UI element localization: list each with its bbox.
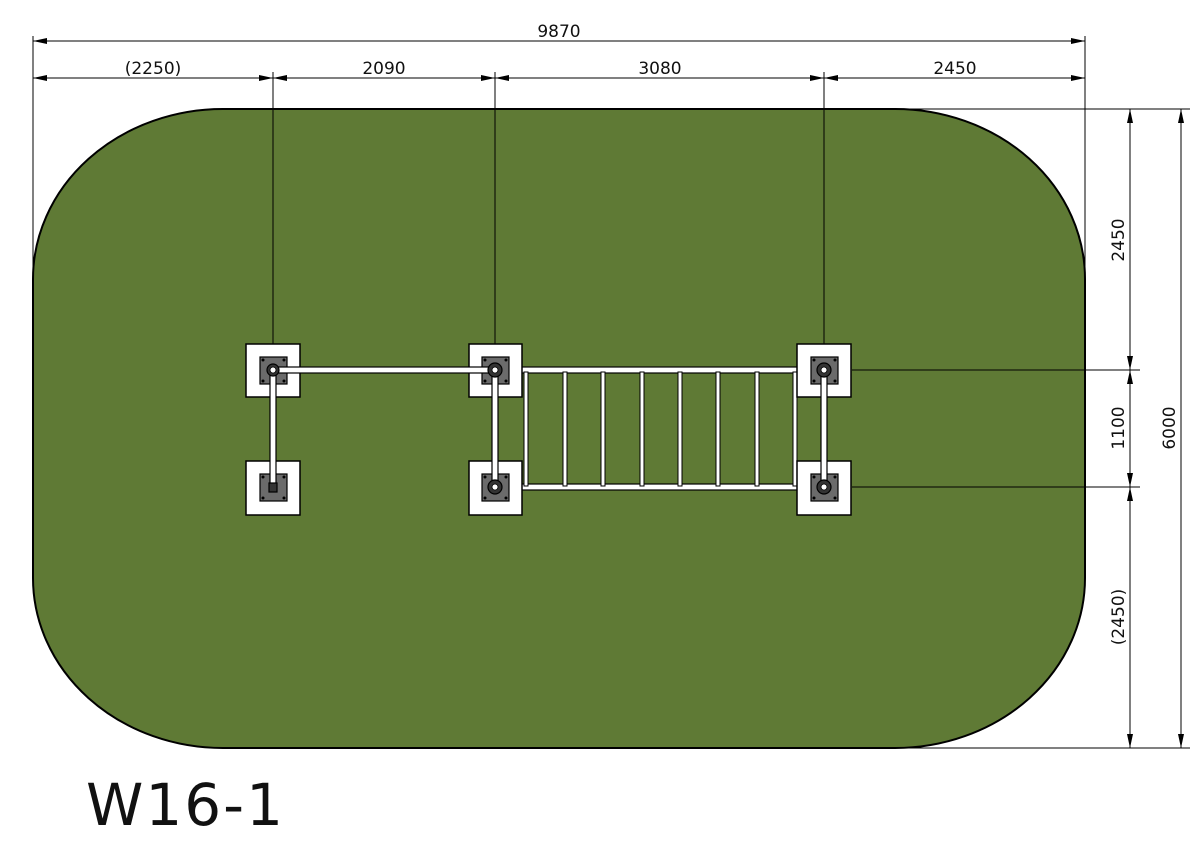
dim-right-total-label: 6000	[1160, 406, 1180, 449]
drawing-title: W16-1	[86, 771, 285, 839]
dim-top-segment-4: 2450	[933, 59, 976, 79]
dim-top-segment-2: 2090	[362, 59, 405, 79]
dimension-right-segments: 2450 1100 (2450)	[1109, 109, 1133, 748]
right-extension-lines	[852, 108, 1190, 749]
dim-top-segment-1: (2250)	[125, 59, 182, 79]
safety-surface	[32, 108, 1086, 749]
dim-right-segment-1: 2450	[1109, 218, 1129, 261]
dimension-right-total: 6000	[1160, 109, 1184, 748]
dimension-top-segments: (2250) 2090 3080 2450	[33, 59, 1085, 81]
dim-top-total-label: 9870	[537, 22, 580, 42]
concrete-pads	[245, 343, 852, 516]
dim-right-segment-3: (2450)	[1109, 589, 1129, 646]
posts	[266, 362, 832, 495]
dim-top-segment-3: 3080	[638, 59, 681, 79]
top-extension-lines	[32, 36, 1086, 344]
dimension-top-total: 9870	[33, 22, 1085, 44]
dim-right-segment-2: 1100	[1109, 406, 1129, 449]
ladder-rungs	[523, 371, 798, 487]
